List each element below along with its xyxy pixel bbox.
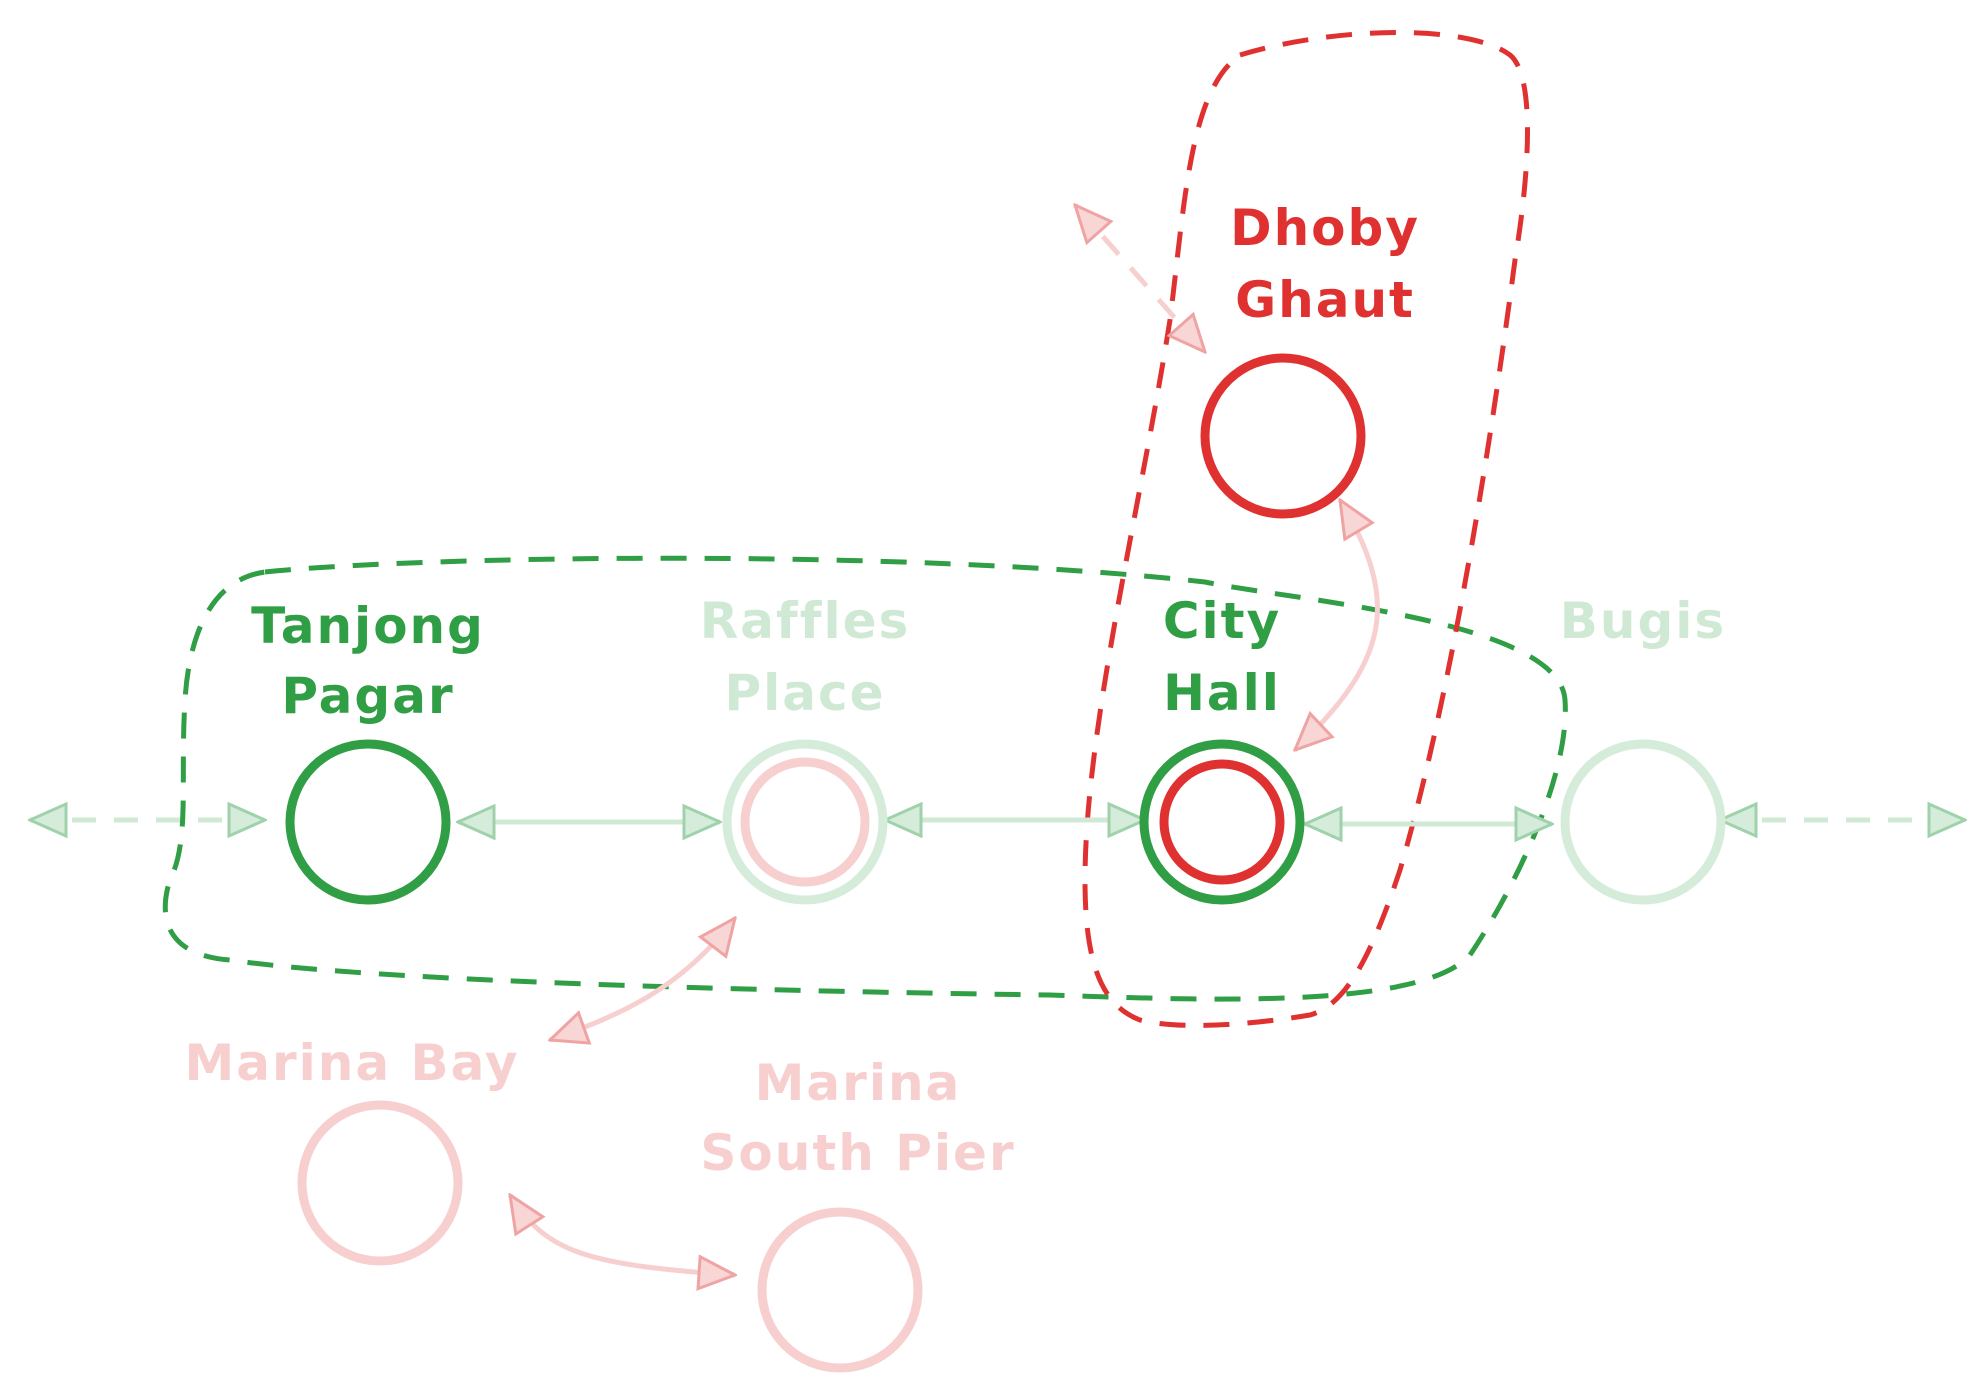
label-dhoby-ghaut-line1: Dhoby [1230,199,1420,257]
green-line-boundary [162,555,1568,1002]
label-city-hall-line1: City [1163,592,1281,650]
connector-marinabay-msp [507,1195,735,1275]
label-marina-south-pier-line1: Marina [755,1054,962,1112]
station-tanjong-pagar[interactable] [285,739,451,905]
station-marina-bay[interactable] [297,1100,463,1266]
label-city-hall-line2: Hall [1163,664,1281,722]
label-marina-bay: Marina Bay [185,1034,520,1092]
label-dhoby-ghaut-line2: Ghaut [1235,271,1415,329]
label-raffles-place-line1: Raffles [700,592,911,650]
connector-dhoby-cityhall [1295,500,1380,750]
station-dhoby-ghaut[interactable] [1200,353,1366,519]
label-tanjong-pagar-line1: Tanjong [251,597,485,655]
label-marina-south-pier-line2: South Pier [700,1124,1015,1182]
label-raffles-place-line2: Place [724,664,885,722]
label-tanjong-pagar-line2: Pagar [281,667,454,725]
station-bugis[interactable] [1560,739,1726,905]
red-line-boundary [1082,30,1530,1028]
station-city-hall[interactable] [1139,739,1305,905]
station-marina-south-pier[interactable] [757,1207,923,1373]
station-raffles-place[interactable] [722,739,888,905]
label-bugis: Bugis [1560,592,1726,650]
connector-dhoby-top [1075,205,1205,352]
connector-raffles-marinabay [550,918,735,1040]
